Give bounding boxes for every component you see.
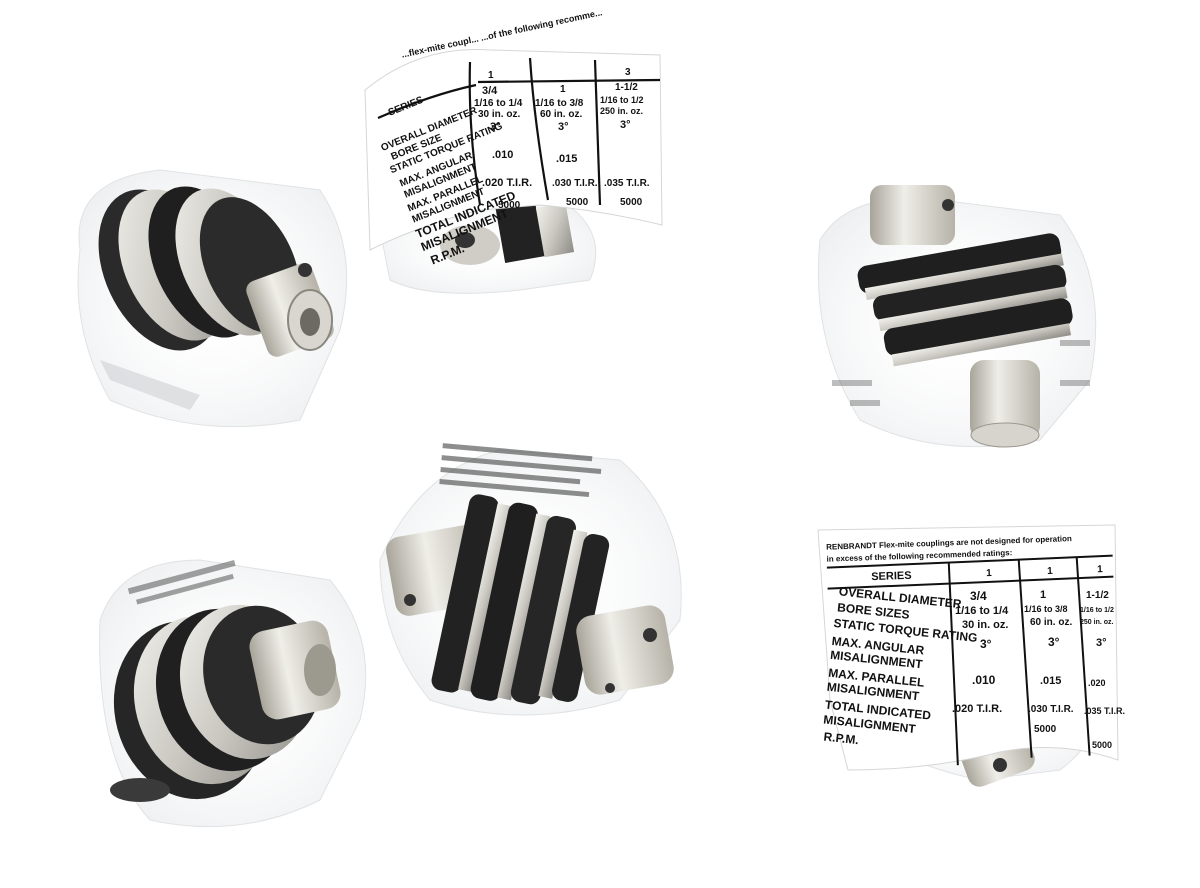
label-top-col3-series: 3 <box>625 67 631 78</box>
label-right-col2-angular: 3° <box>1048 635 1060 649</box>
label-right-col1-angular: 3° <box>980 637 992 651</box>
label-top-col2-torque: 60 in. oz. <box>540 109 582 120</box>
label-right-col1-bore: 1/16 to 1/4 <box>955 605 1009 617</box>
label-right-col3-rpm: 5000 <box>1092 740 1112 750</box>
label-right-col2-torque: 60 in. oz. <box>1030 617 1072 628</box>
label-right-col1-diameter: 3/4 <box>970 589 987 603</box>
label-top-col1-diameter: 3/4 <box>482 85 498 97</box>
label-top-col2-angular: 3° <box>558 121 569 133</box>
label-top-col3-torque: 250 in. oz. <box>600 106 643 116</box>
label-right-col2-bore: 1/16 to 3/8 <box>1024 604 1068 614</box>
label-right-row-9: R.P.M. <box>823 730 859 748</box>
label-right-col3-parallel: .020 <box>1088 678 1106 688</box>
label-top-col3-bore: 1/16 to 1/2 <box>600 95 644 105</box>
label-right-col3-diameter: 1-1/2 <box>1086 590 1109 601</box>
label-top-col1-torque: 30 in. oz. <box>478 109 520 120</box>
label-top-col3-angular: 3° <box>620 119 631 131</box>
coupling-bottom-middle <box>379 443 682 716</box>
label-top-col2-total: .030 T.I.R. <box>552 178 598 189</box>
label-right-col1-series: 1 <box>986 568 992 579</box>
label-top-col3-total: .035 T.I.R. <box>604 178 650 189</box>
label-top-col1-total: .020 T.I.R. <box>482 177 532 189</box>
spec-label-right: RENBRANDT Flex-mite couplings are not de… <box>817 524 1125 771</box>
label-top-col1-series: 1 <box>488 70 494 81</box>
coupling-bottom-left <box>99 559 367 828</box>
label-right-col1-parallel: .010 <box>972 673 996 687</box>
label-top-col3-rpm: 5000 <box>620 197 643 208</box>
label-top-col1-bore: 1/16 to 1/4 <box>474 98 523 109</box>
label-right-col1-total: .020 T.I.R. <box>952 703 1002 715</box>
label-right-col3-torque: 250 in. oz. <box>1080 619 1114 626</box>
label-right-col2-rpm: 5000 <box>1034 724 1057 735</box>
label-right-col2-series: 1 <box>1047 566 1053 577</box>
label-top-col2-parallel: .015 <box>556 153 577 165</box>
label-top-col1-rpm: 5000 <box>498 200 521 211</box>
label-right-col1-torque: 30 in. oz. <box>962 619 1008 631</box>
label-right-col2-parallel: .015 <box>1040 675 1061 687</box>
coupling-top-left <box>77 169 348 428</box>
label-top-col3-diameter: 1-1/2 <box>615 82 638 93</box>
coupling-top-right <box>817 185 1097 448</box>
label-right-col3-total: .035 T.I.R. <box>1084 706 1125 716</box>
label-top-col2-diameter: 1 <box>560 84 566 95</box>
label-top-col1-parallel: .010 <box>492 149 513 161</box>
label-right-col2-total: .030 T.I.R. <box>1028 704 1074 715</box>
label-right-col3-series: 1 <box>1097 564 1103 575</box>
label-right-col3-angular: 3° <box>1096 637 1107 649</box>
label-right-col3-bore: 1/16 to 1/2 <box>1080 607 1114 614</box>
label-top-col2-bore: 1/16 to 3/8 <box>535 98 584 109</box>
label-right-series-label: SERIES <box>871 570 912 583</box>
label-right-col2-diameter: 1 <box>1040 589 1046 601</box>
label-top-col1-angular: 3° <box>490 121 501 133</box>
label-top-col2-rpm: 5000 <box>566 197 589 208</box>
